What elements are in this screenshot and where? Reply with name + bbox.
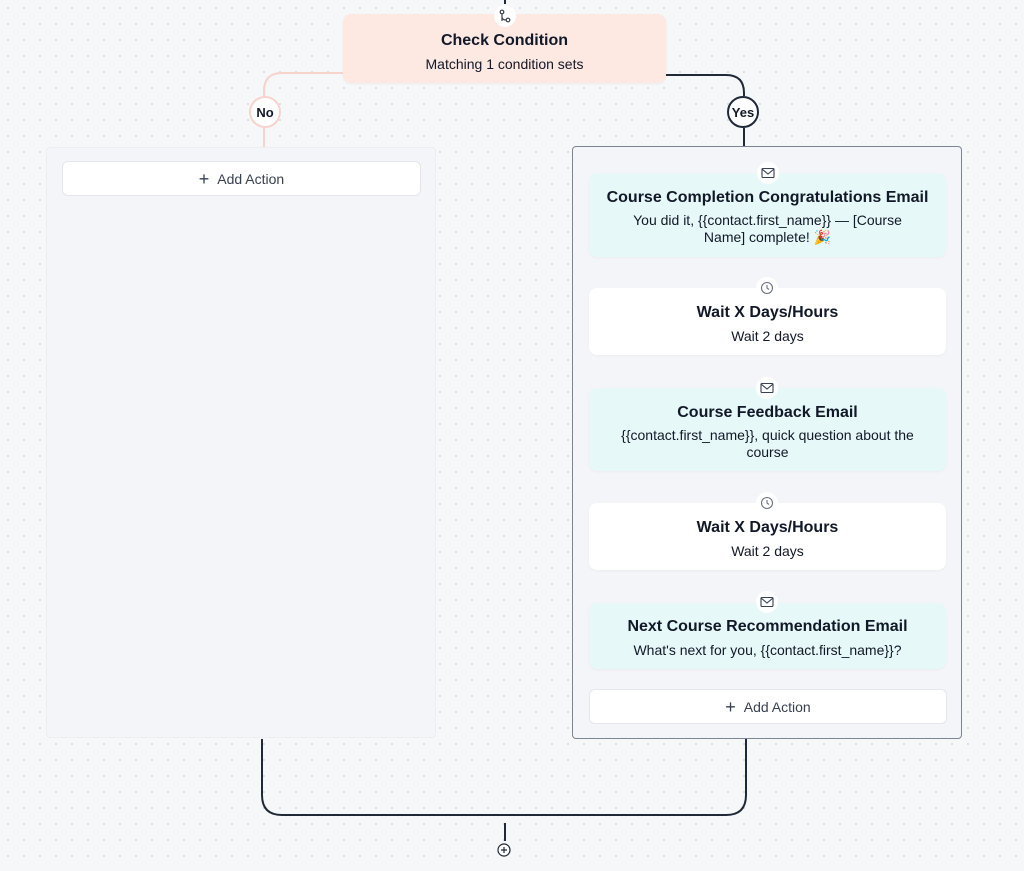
check-condition-subtitle: Matching 1 condition sets bbox=[425, 56, 584, 72]
merge-connector bbox=[261, 739, 747, 816]
step-title: Wait X Days/Hours bbox=[696, 304, 839, 321]
step-subtitle: What's next for you, {{contact.first_nam… bbox=[633, 642, 902, 658]
step-subtitle-line2: Name] complete! 🎉 bbox=[703, 229, 832, 245]
email-icon bbox=[757, 162, 779, 184]
no-branch-add-action-button[interactable]: + Add Action bbox=[62, 161, 421, 196]
email-icon bbox=[756, 591, 778, 613]
add-action-label: Add Action bbox=[743, 698, 811, 715]
clock-icon bbox=[756, 492, 778, 514]
no-branch-container bbox=[46, 147, 436, 738]
step-title: Course Completion Congratulations Email bbox=[606, 189, 929, 206]
course-feedback-email-node[interactable]: Course Feedback Email {{contact.first_na… bbox=[589, 388, 946, 471]
check-condition-node[interactable]: Check Condition Matching 1 condition set… bbox=[343, 14, 666, 83]
clock-icon bbox=[756, 277, 778, 299]
step-subtitle: Wait 2 days bbox=[731, 543, 804, 559]
step-title: Next Course Recommendation Email bbox=[627, 618, 908, 635]
wait-days-node[interactable]: Wait X Days/Hours Wait 2 days bbox=[589, 503, 946, 570]
no-branch-connector bbox=[263, 72, 343, 96]
step-subtitle-line1: You did it, {{contact.first_name}} — [Co… bbox=[633, 212, 902, 228]
course-completion-email-node[interactable]: Course Completion Congratulations Email … bbox=[589, 173, 946, 257]
step-title: Course Feedback Email bbox=[677, 404, 858, 421]
yes-branch-connector bbox=[666, 74, 745, 96]
step-subtitle-line2: course bbox=[746, 444, 789, 460]
email-icon bbox=[756, 377, 778, 399]
check-condition-title: Check Condition bbox=[440, 32, 569, 49]
wait-days-node[interactable]: Wait X Days/Hours Wait 2 days bbox=[589, 288, 946, 355]
branch-label-yes: Yes bbox=[727, 96, 759, 128]
step-subtitle-line1: {{contact.first_name}}, quick question a… bbox=[621, 427, 914, 443]
add-step-plus-icon[interactable] bbox=[497, 843, 511, 857]
step-subtitle: Wait 2 days bbox=[731, 328, 804, 344]
plus-icon: + bbox=[725, 696, 736, 717]
plus-icon: + bbox=[198, 168, 210, 189]
yes-branch-add-action-button[interactable]: + Add Action bbox=[589, 689, 947, 724]
branch-label-no: No bbox=[249, 96, 281, 128]
branch-icon bbox=[494, 5, 516, 27]
next-course-email-node[interactable]: Next Course Recommendation Email What's … bbox=[589, 603, 946, 669]
step-title: Wait X Days/Hours bbox=[696, 519, 839, 536]
add-action-label: Add Action bbox=[217, 170, 285, 187]
